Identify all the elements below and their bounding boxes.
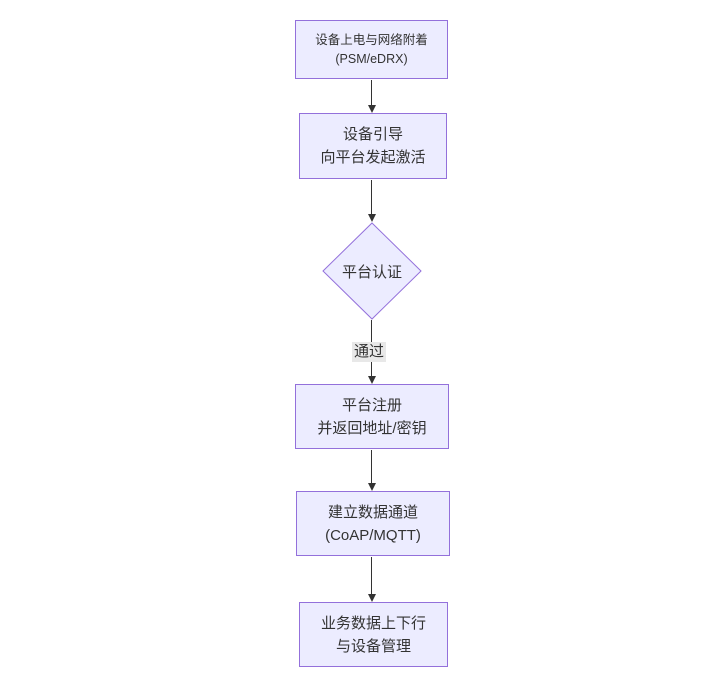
node-platform-auth-decision: 平台认证 [322,222,422,320]
node-power-network-attach: 设备上电与网络附着 (PSM/eDRX) [295,20,448,79]
node-label-line: 建立数据通道 [327,503,418,521]
node-data-channel: 建立数据通道 (CoAP/MQTT) [296,491,450,556]
node-label-line: 与设备管理 [335,637,411,655]
node-business-data-management: 业务数据上下行 与设备管理 [299,602,448,667]
node-label-line: 向平台发起激活 [320,149,426,166]
node-label-line: (PSM/eDRX) [335,51,408,66]
node-device-bootstrap: 设备引导 向平台发起激活 [299,113,447,179]
node-label-line: 平台注册 [341,396,402,414]
arrow-down-icon [368,105,376,113]
arrow-down-icon [368,483,376,491]
node-label-line: 并返回地址/密钥 [317,419,427,437]
flow-edge-1 [371,80,372,106]
flow-edge-2 [371,180,372,215]
arrow-down-icon [368,376,376,384]
arrow-down-icon [368,594,376,602]
node-platform-register: 平台注册 并返回地址/密钥 [295,384,449,449]
node-label-line: 业务数据上下行 [320,614,426,632]
node-label-line: 设备引导 [342,126,403,143]
node-label-line: 设备上电与网络附着 [315,32,428,47]
arrow-down-icon [368,214,376,222]
node-label-line: (CoAP/MQTT) [325,526,421,544]
flow-edge-4 [371,450,372,484]
edge-label-pass: 通过 [352,342,387,362]
flow-edge-5 [371,557,372,595]
diamond-shape [322,222,422,320]
node-label-line: 平台认证 [341,263,402,281]
